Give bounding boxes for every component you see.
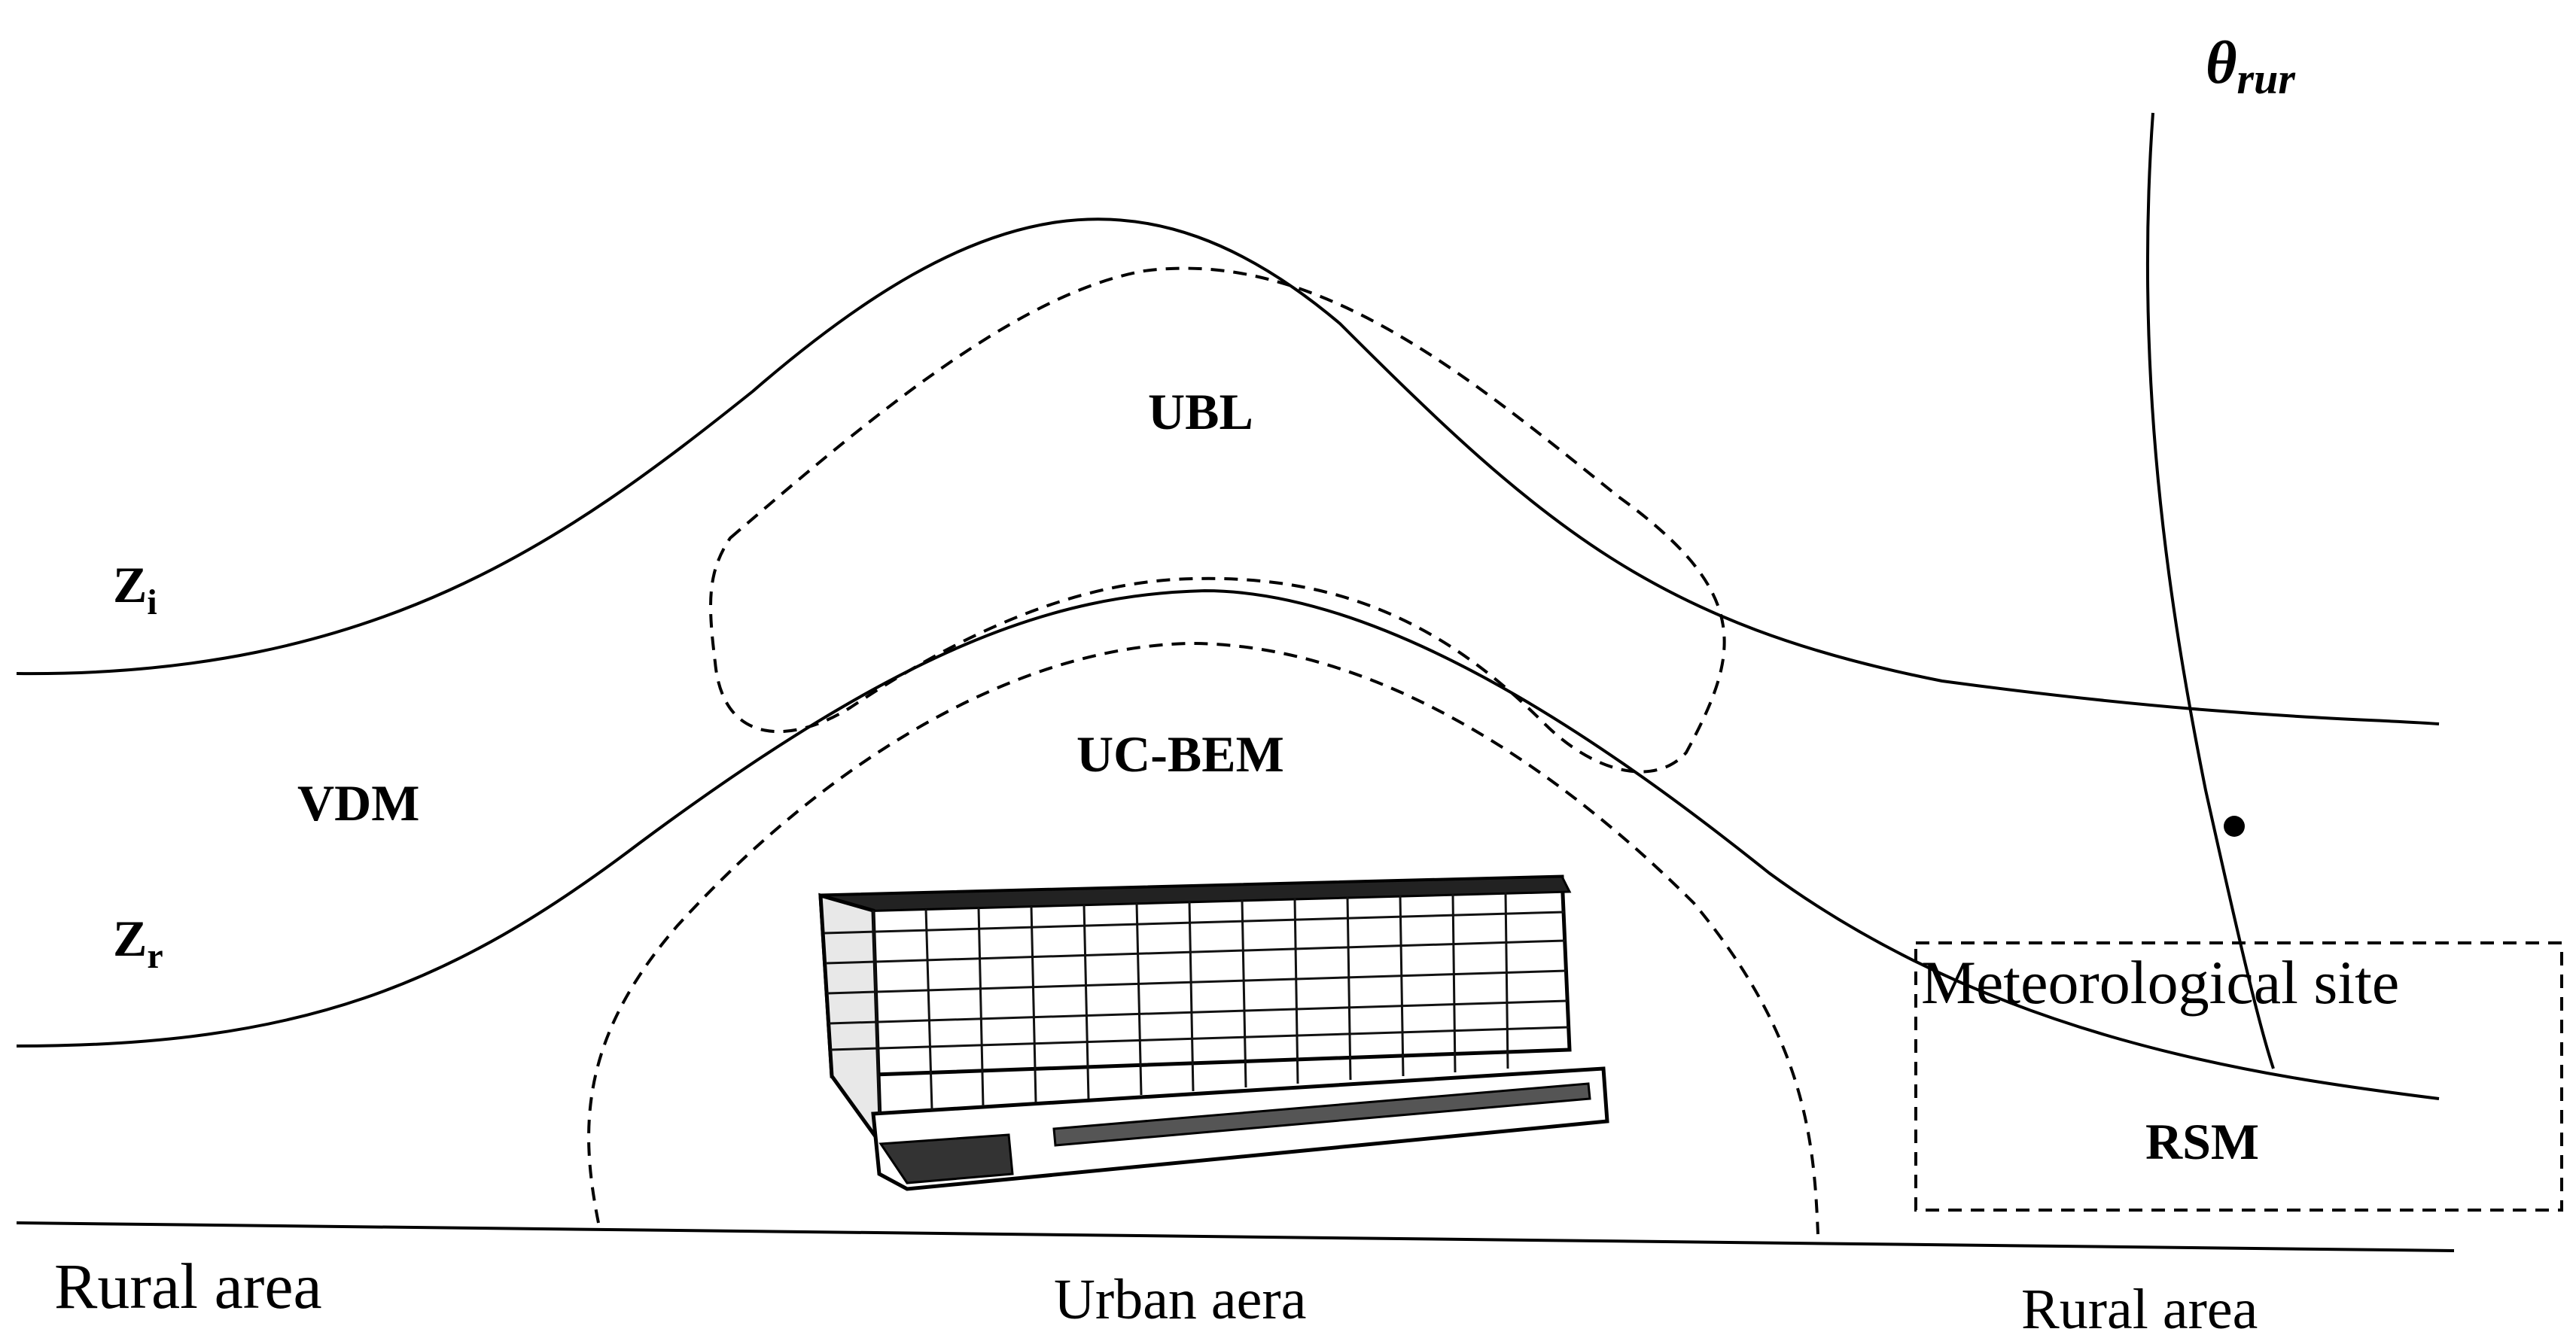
ubl-dashed-region: [709, 266, 1726, 774]
vdm-label: VDM: [297, 774, 419, 832]
zr-label: Zr: [113, 910, 163, 976]
ubl-label: UBL: [1148, 383, 1253, 440]
rural-area-left-label: Rural area: [54, 1250, 322, 1322]
ubl-outer-boundary-curve: [16, 217, 2440, 725]
rural-profile-curve: [2145, 112, 2275, 1069]
zr-subscript: r: [147, 936, 163, 976]
uc-bem-dashed-region: [587, 641, 1819, 1235]
uc-bem-label: UC-BEM: [1076, 725, 1284, 783]
building-window-grid: [824, 892, 1570, 1114]
building-podium-dark-strip: [878, 1133, 1014, 1184]
ground-line: [16, 1221, 2455, 1252]
zi-label: Zi: [113, 556, 157, 622]
rsm-label: RSM: [2145, 1113, 2259, 1170]
theta-label: θrur: [2206, 30, 2295, 103]
meteorological-site-label: Meteorological site: [1921, 948, 2399, 1017]
meteorological-site-box: [1914, 941, 2563, 1212]
theta-symbol: θ: [2206, 30, 2237, 96]
theta-subscript: rur: [2237, 54, 2296, 103]
zr-symbol: Z: [113, 910, 147, 967]
urban-area-label: Urban aera: [1054, 1268, 1306, 1331]
building-podium-band: [1052, 1082, 1591, 1147]
canopy-boundary-curve: [16, 588, 2440, 1100]
zi-symbol: Z: [113, 556, 147, 613]
building-illustration: [818, 874, 1609, 1191]
rural-area-right-label: Rural area: [2021, 1278, 2258, 1341]
observation-point: [2224, 816, 2245, 837]
zi-subscript: i: [147, 582, 157, 622]
